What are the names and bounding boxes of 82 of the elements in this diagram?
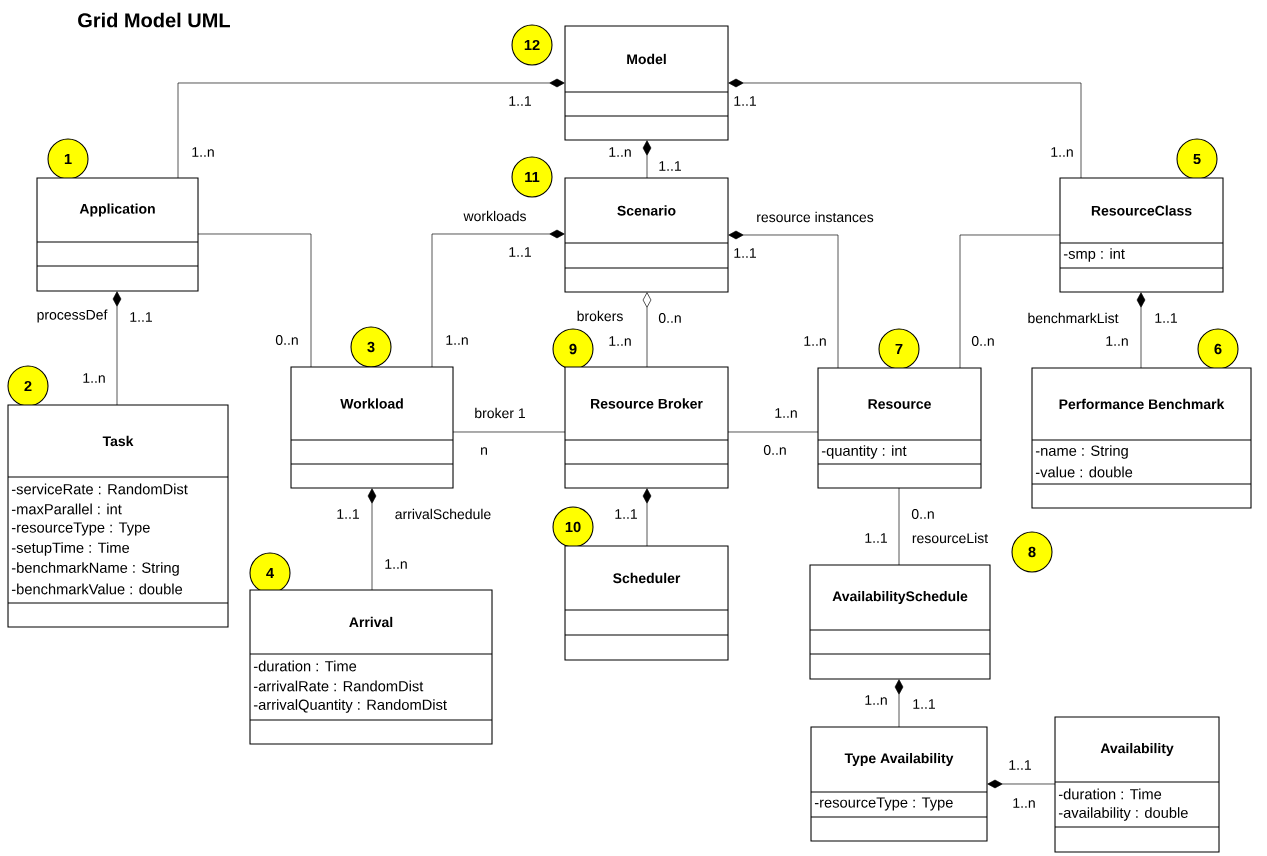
composition-line <box>728 230 839 369</box>
composition-line <box>642 488 652 547</box>
multiplicity-label: 1..1 <box>615 509 637 519</box>
composition-line <box>367 488 377 591</box>
class-box: Availability -duration : Time -availability : double <box>1054 716 1220 853</box>
multiplicity-label: 0..n <box>911 509 934 519</box>
multiplicity-label: 0..n <box>658 313 681 323</box>
class-box: Task -serviceRate : RandomDist -maxParallel : int -resourceType : Type -setupTime : Time -benchmarkName : String -benchmarkValue : double <box>7 404 229 628</box>
composition-line <box>1136 292 1146 369</box>
multiplicity-label: 1..n <box>804 336 826 346</box>
role-label: brokers <box>577 310 623 322</box>
multiplicity-label: 1..1 <box>865 533 887 543</box>
composition-line <box>112 291 122 406</box>
multiplicity-label: 1..1 <box>1009 760 1031 770</box>
multiplicity-label: n <box>481 447 487 455</box>
multiplicity-label: 0..n <box>971 336 994 346</box>
composition-line <box>987 779 1056 789</box>
class-box: Performance Benchmark -name : String -value : double <box>1031 367 1252 509</box>
role-label: processDef <box>37 309 108 323</box>
multiplicity-label: 1..n <box>83 373 105 383</box>
number-badge: 3 <box>350 326 392 368</box>
association-line <box>898 487 900 566</box>
composition-line <box>642 140 652 179</box>
multiplicity-label: 1..n <box>446 335 468 345</box>
composition-line <box>177 78 565 179</box>
multiplicity-label: 1..n <box>609 336 631 346</box>
number-badge: 10 <box>552 506 594 548</box>
association-line <box>197 233 312 368</box>
class-box: AvailabilitySchedule <box>809 564 991 680</box>
multiplicity-label: 0..n <box>275 335 298 345</box>
class-box: Arrival -duration : Time -arrivalRate : RandomDist -arrivalQuantity : RandomDist <box>249 589 493 745</box>
number-badge: 11 <box>511 156 553 198</box>
class-box: Resource Broker <box>564 366 729 489</box>
multiplicity-label: 1..1 <box>130 312 152 322</box>
role-label: broker 1 <box>475 407 525 419</box>
composition-line <box>431 229 565 368</box>
multiplicity-label: 1..1 <box>734 96 756 106</box>
class-box: Type Availability -resourceType : Type <box>810 726 988 842</box>
association-line <box>727 431 819 433</box>
multiplicity-label: 1..n <box>865 695 887 705</box>
number-badge: 9 <box>552 328 594 370</box>
number-badge: 5 <box>1176 138 1218 180</box>
class-box: ResourceClass -smp : int <box>1059 177 1224 293</box>
number-badge: 8 <box>1011 531 1053 573</box>
role-label: resourceList <box>912 532 988 544</box>
multiplicity-label: 0..n <box>763 445 786 455</box>
class-box: Model <box>564 25 729 141</box>
multiplicity-label: 1..n <box>192 147 214 157</box>
role-label: benchmarkList <box>1028 312 1119 324</box>
role-label: arrivalSchedule <box>395 508 491 520</box>
composition-line <box>642 292 652 368</box>
multiplicity-label: 1..n <box>1106 336 1128 346</box>
number-badge: 1 <box>47 138 89 180</box>
class-box: Workload <box>290 366 454 489</box>
class-box: Scenario <box>564 177 729 293</box>
class-box: Scheduler <box>564 545 729 661</box>
association-line <box>959 234 1061 369</box>
multiplicity-label: 1..1 <box>659 161 681 171</box>
composition-line <box>728 78 1082 179</box>
title: Grid Model UML <box>78 12 230 28</box>
association-line <box>452 431 566 433</box>
multiplicity-label: 1..1 <box>734 248 756 258</box>
multiplicity-label: 1..1 <box>1155 313 1177 323</box>
class-box: Resource -quantity : int <box>817 367 982 489</box>
multiplicity-label: 1..1 <box>509 96 531 106</box>
role-label: workloads <box>463 210 526 222</box>
composition-line <box>894 679 904 728</box>
multiplicity-label: 1..n <box>609 147 631 157</box>
number-badge: 7 <box>878 328 920 370</box>
number-badge: 6 <box>1197 328 1239 370</box>
multiplicity-label: 1..n <box>1051 147 1073 157</box>
multiplicity-label: 1..n <box>1013 798 1035 808</box>
number-badge: 12 <box>511 24 553 66</box>
class-box: Application <box>36 177 199 292</box>
number-badge: 2 <box>7 365 49 407</box>
role-label: resource instances <box>757 211 874 223</box>
multiplicity-label: 1..1 <box>509 247 531 257</box>
number-badge: 4 <box>249 552 291 594</box>
multiplicity-label: 1..1 <box>913 699 935 709</box>
multiplicity-label: 1..n <box>775 408 797 418</box>
multiplicity-label: 1..1 <box>337 509 359 519</box>
multiplicity-label: 1..n <box>385 559 407 569</box>
